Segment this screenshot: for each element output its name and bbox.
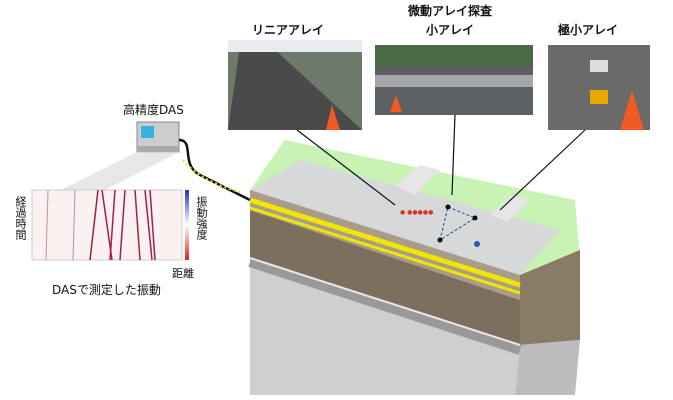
label-das-device: 高精度DAS [123,103,184,117]
label-small-array: 小アレイ [426,23,475,37]
pipe [248,257,522,355]
cable [178,138,251,202]
label-elapsed-time: 経過時間 [14,196,27,240]
svg-text:● ●●●●●: ● ●●●●● [400,209,433,216]
label-distance: 距離 [172,267,194,280]
label-vibration-intensity: 振動強度 [195,196,208,240]
optical-fiber-cable [249,197,521,288]
label-tiny-array: 極小アレイ [558,23,619,37]
photo-linear-array [228,40,362,130]
label-linear-array: リニアアレイ [252,23,325,37]
pointer-arrows [296,114,586,211]
das-vibration-plot [31,189,189,261]
das-device-icon [136,121,180,153]
colorbar [185,190,189,260]
label-microtremor-survey: 微動アレイ探査 [408,4,493,18]
photo-tiny-array [548,45,650,130]
photo-small-array [375,45,533,115]
label-das-caption: DASで測定した振動 [52,283,161,297]
tiny-array-sensor [474,241,480,247]
road-cross-section: ● ●●●●● [248,140,580,395]
